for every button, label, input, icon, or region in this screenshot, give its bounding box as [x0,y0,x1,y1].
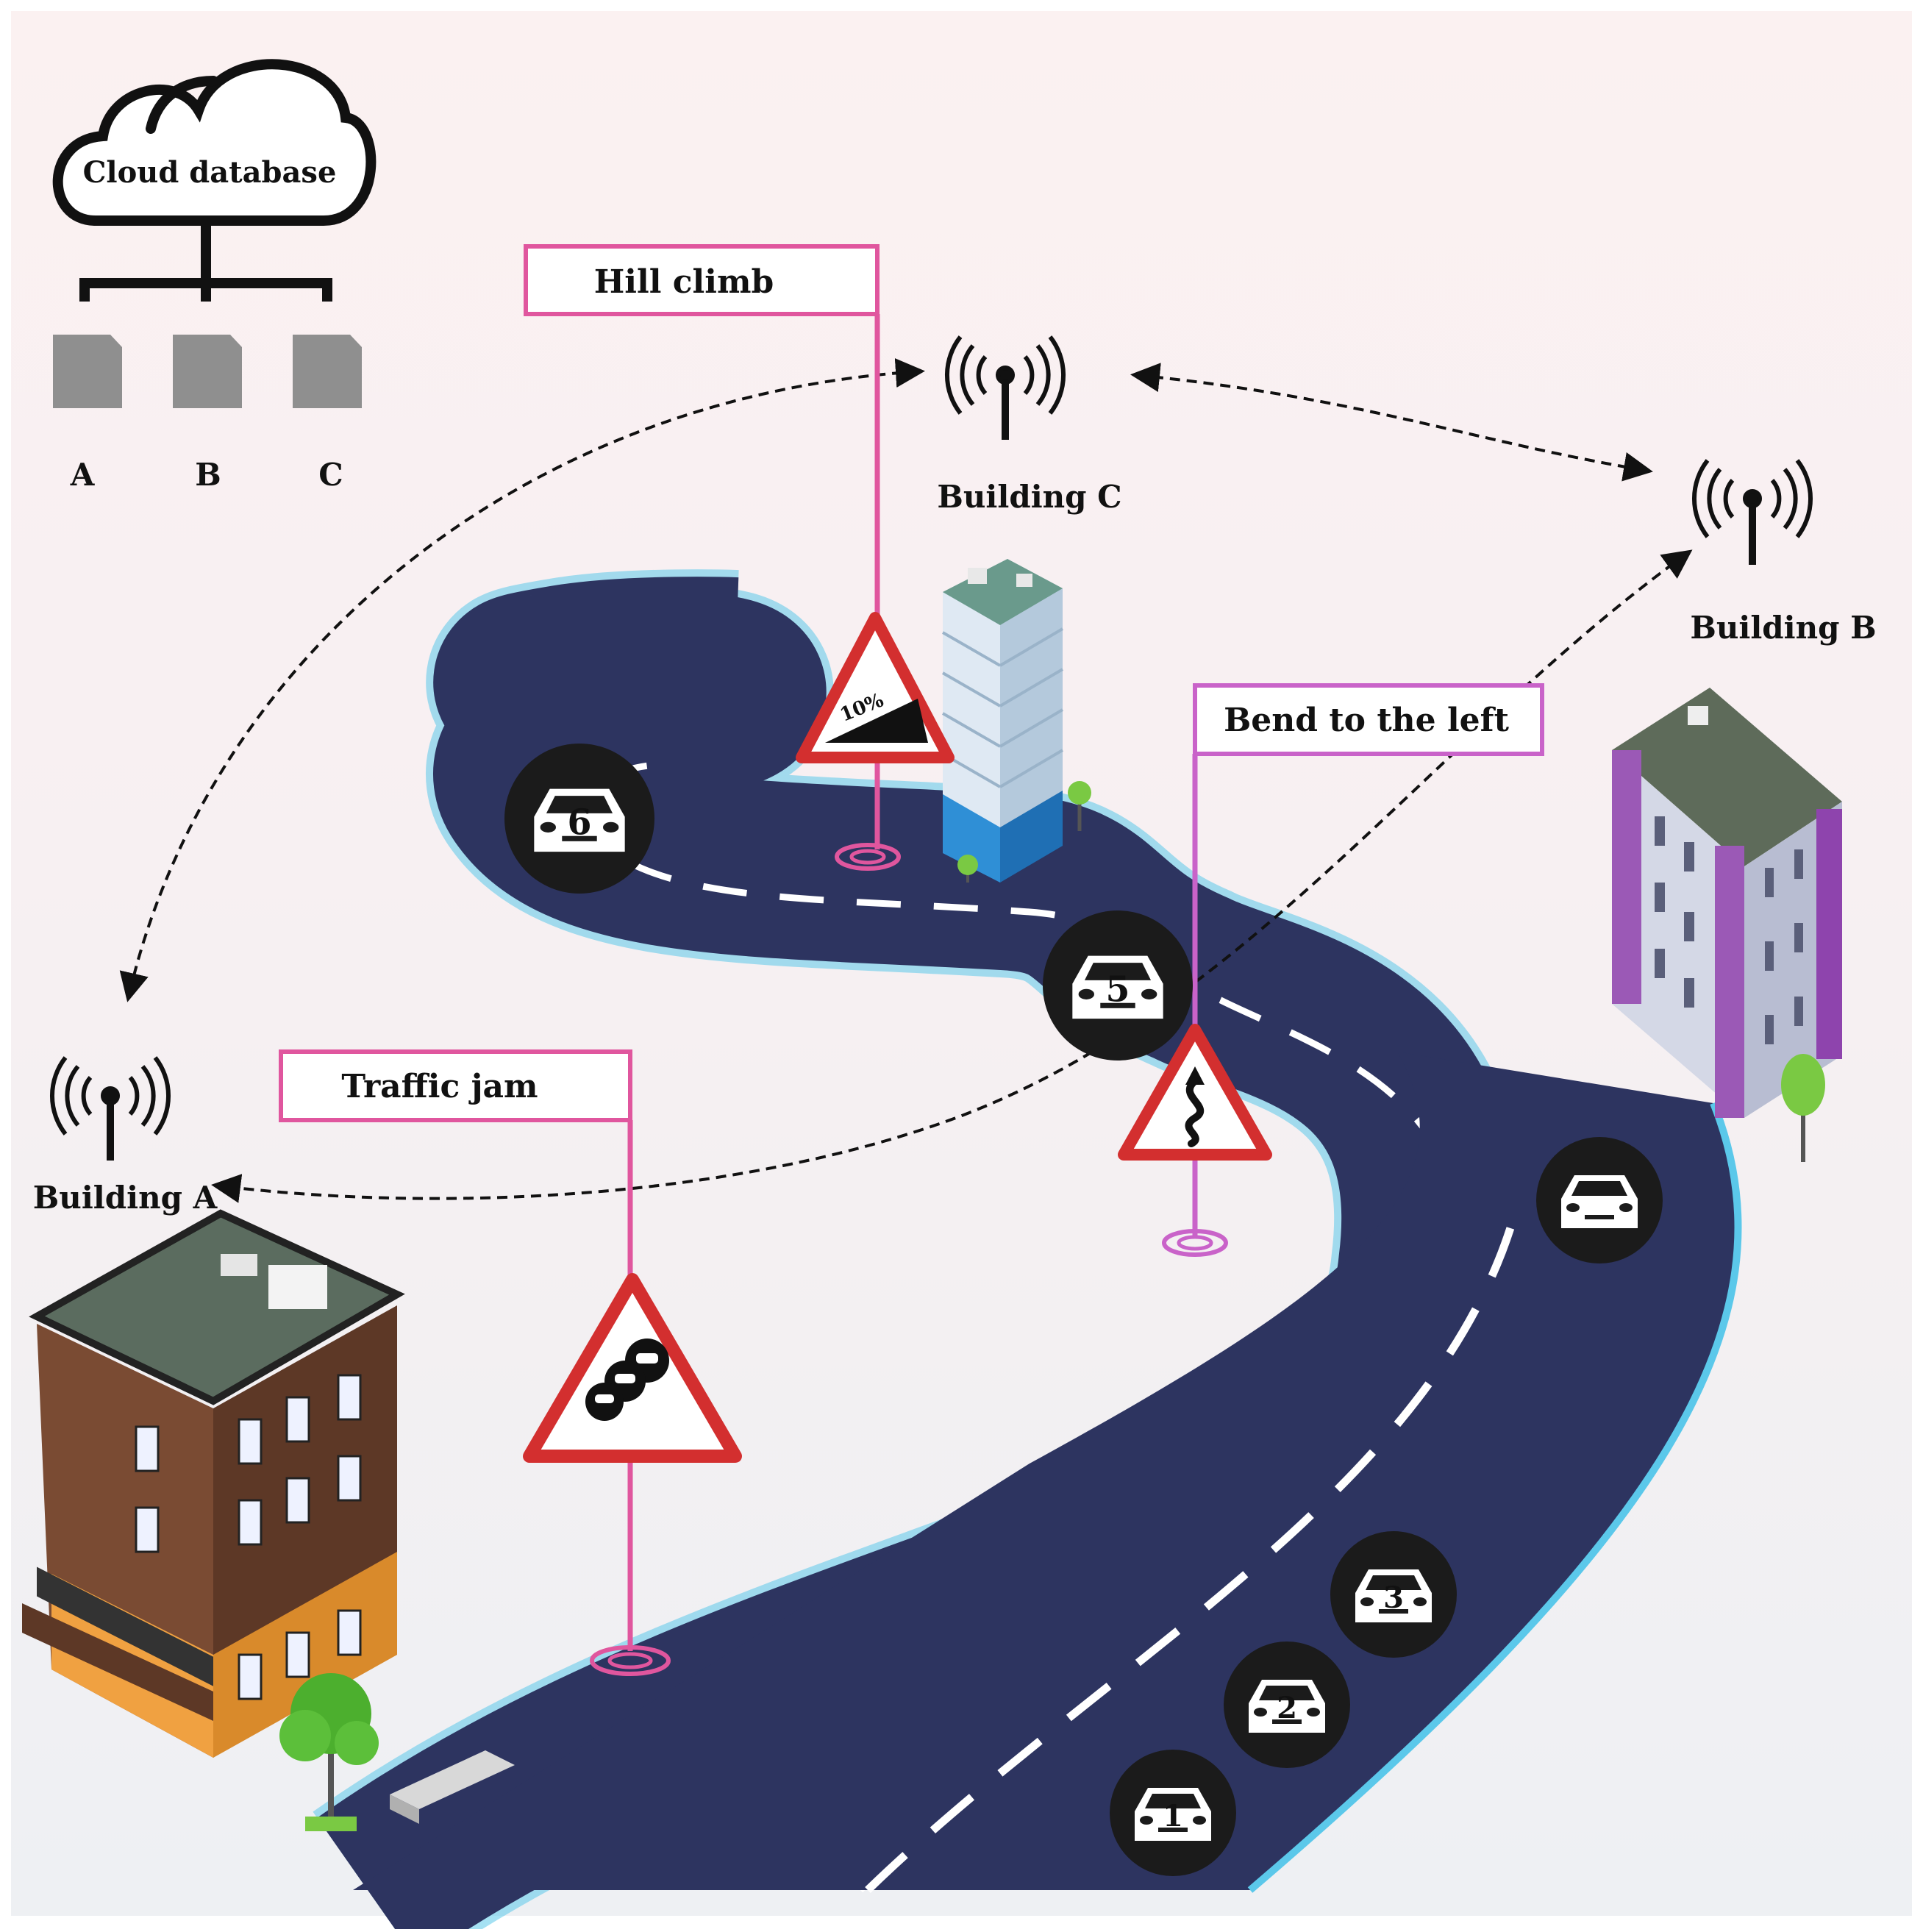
tree-icon [957,781,1091,883]
hill-climb-label-box [524,244,880,316]
bend-label: Bend to the left [1224,702,1510,739]
node-c-icon [293,335,362,408]
building-c [942,559,1064,883]
car-badge-6: 6 [504,744,654,894]
node-b-icon [173,335,242,408]
car-number-label: 5 [1105,969,1130,1010]
car-number-label: 2 [1277,1691,1297,1725]
node-a-icon [53,335,122,408]
car-badge-5: 5 [1043,910,1193,1061]
link-c-to-b [1130,363,1653,482]
hill-climb-label: Hill climb [594,263,774,301]
node-a-label: A [70,457,96,493]
tree-b-icon [1781,1054,1825,1162]
traffic-jam-sign: Traffic jam [279,1049,742,1676]
building-b-label: Building B [1690,610,1876,646]
building-a [22,1209,405,1758]
car-badge-3: 3 [1330,1531,1457,1658]
antenna-c-icon [945,335,1066,440]
car-number-label: 3 [1383,1580,1404,1615]
antenna-b-icon [1692,459,1813,565]
traffic-jam-label-box [279,1049,632,1122]
bend-sign: Bend to the left [1118,683,1544,1257]
cars: 1 2 3 5 6 [504,744,1663,1876]
bend-warning-icon [1118,1024,1272,1161]
antenna-a-icon [50,1056,171,1161]
traffic-jam-label: Traffic jam [341,1068,538,1105]
node-b-label: B [195,457,221,493]
cloud-database-label: Cloud database [83,155,337,190]
car-badge-1: 1 [1110,1750,1236,1876]
tree-a-icon [279,1673,379,1831]
bench-icon [390,1750,515,1824]
car-badge-4 [1536,1137,1663,1263]
building-b [1612,688,1842,1118]
car-number-label: 6 [567,802,591,843]
building-a-label: Building A [33,1180,218,1216]
communication-links [119,358,1693,1203]
link-b-to-a [211,549,1693,1203]
car-number-label: 1 [1163,1799,1183,1833]
node-c-label: C [318,457,343,493]
cloud-icon [52,59,377,226]
car-badge-2: 2 [1224,1642,1350,1768]
bend-label-box [1193,683,1544,756]
hill-climb-sign: Hill climb 10% [524,244,955,871]
building-c-label: Building C [937,479,1121,515]
database-node-icons [53,335,362,408]
